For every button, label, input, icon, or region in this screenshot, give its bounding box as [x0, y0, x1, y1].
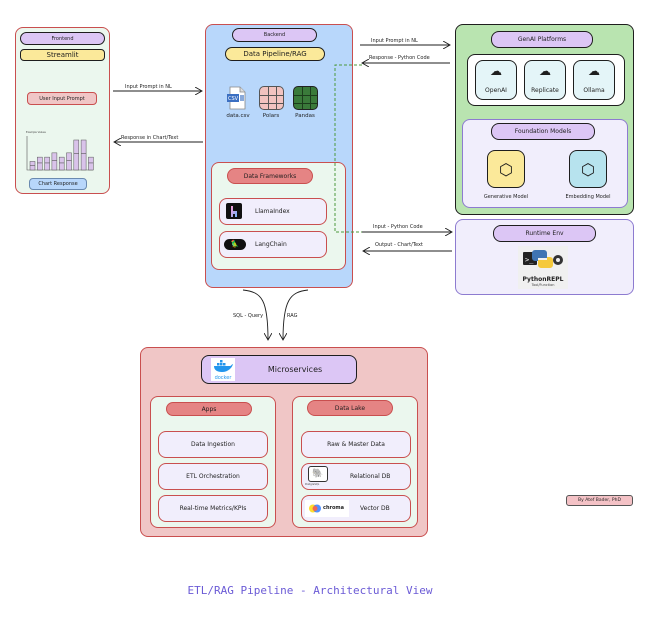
- arrow-label-be-to-genai: Input Prompt in NL: [371, 38, 418, 44]
- lake-item-vector-db[interactable]: [301, 495, 411, 522]
- cloud-server-icon: ☁: [490, 63, 502, 78]
- genai-platforms-header: GenAI Platforms: [491, 31, 593, 48]
- app-item-realtime-metrics[interactable]: Real-time Metrics/KPIs: [158, 495, 268, 522]
- docker-icon: docker: [211, 358, 235, 381]
- arrow-label-sql-query: SQL - Query: [233, 313, 264, 319]
- cloud-server-icon: ☁: [588, 63, 600, 78]
- csv-file-label: data.csv: [226, 113, 250, 119]
- platform-openai[interactable]: [475, 60, 517, 100]
- diagram-title: ETL/RAG Pipeline - Architectural View: [187, 584, 433, 597]
- pandas-icon: [293, 86, 318, 110]
- generative-model-label: Generative Model: [483, 194, 529, 200]
- chart-response-label: Chart Response: [29, 178, 87, 190]
- cloud-server-icon: ☁: [539, 63, 551, 78]
- foundation-models-header: Foundation Models: [491, 123, 595, 140]
- arrow-label-rag: RAG: [287, 313, 298, 319]
- app-item-etl-orchestration[interactable]: ETL Orchestration: [158, 463, 268, 490]
- platform-ollama-label: Ollama: [583, 86, 605, 94]
- chroma-icon: chroma: [305, 500, 349, 517]
- streamlit-label: Streamlit: [20, 49, 105, 61]
- mini-bar-chart: [26, 136, 94, 171]
- llamaindex-label: LlamaIndex: [255, 208, 290, 215]
- platform-replicate[interactable]: [524, 60, 566, 100]
- arrow-label-runtime-to-be: Output - Chart/Text: [375, 242, 423, 248]
- vector-db-label: Vector DB: [360, 505, 390, 512]
- data-frameworks-header: Data Frameworks: [227, 168, 313, 184]
- docker-label: docker: [214, 375, 232, 381]
- mini-chart-bar: [29, 161, 36, 171]
- python-repl-icon: >_: [523, 250, 563, 268]
- mini-chart-bar: [44, 156, 50, 171]
- platform-openai-label: OpenAI: [485, 86, 507, 94]
- runtime-env-header: Runtime Env: [493, 225, 596, 242]
- embedding-model-icon[interactable]: ⬡: [569, 150, 607, 188]
- embedding-model-label: Embedding Model: [565, 194, 611, 200]
- chroma-icon-text: chroma: [323, 505, 345, 511]
- csv-file-icon: CSV: [227, 86, 247, 110]
- python-repl-sublabel: Tool/Function: [531, 283, 555, 287]
- arrow-label-be-to-runtime: Input - Python Code: [373, 224, 423, 230]
- mini-chart-bar: [37, 156, 43, 171]
- backend-header: Backend: [232, 28, 317, 42]
- svg-text:CSV: CSV: [228, 96, 239, 102]
- lake-item-raw-master-data[interactable]: Raw & Master Data: [301, 431, 411, 458]
- author-credit: By Atef Bader, PhD: [566, 495, 633, 506]
- postgresql-icon-text: PostgreSQL: [305, 483, 320, 486]
- arrow-label-fe-to-be: Input Prompt in NL: [125, 84, 172, 90]
- polars-label: Polars: [262, 113, 280, 119]
- mini-chart-bar: [80, 139, 87, 171]
- frontend-header: Frontend: [20, 32, 105, 45]
- langchain-label: LangChain: [255, 241, 287, 248]
- platform-ollama[interactable]: [573, 60, 615, 100]
- relational-db-label: Relational DB: [350, 473, 391, 480]
- postgresql-icon: 🐘: [308, 466, 328, 482]
- svg-text:>_: >_: [525, 256, 534, 264]
- mini-chart-bar: [51, 152, 58, 171]
- python-repl-label: PythonREPL: [522, 276, 564, 283]
- polars-icon: [259, 86, 284, 110]
- mini-chart-bar: [88, 156, 94, 171]
- arrow-label-be-to-fe: Response in Chart/Text: [121, 135, 179, 141]
- mini-chart-bar: [66, 152, 72, 171]
- platform-replicate-label: Replicate: [531, 86, 559, 94]
- data-pipeline-rag-label: Data Pipeline/RAG: [225, 47, 325, 61]
- microservices-title: Microservices: [267, 364, 323, 374]
- llamaindex-icon: [226, 203, 242, 219]
- langchain-icon: 🦜: [224, 239, 246, 250]
- user-input-prompt[interactable]: User Input Prompt: [27, 92, 97, 105]
- app-item-data-ingestion[interactable]: Data Ingestion: [158, 431, 268, 458]
- data-lake-header: Data Lake: [307, 400, 393, 416]
- chart-title: Example Values: [26, 131, 46, 134]
- python-repl-card[interactable]: >_ PythonREPL Tool/Function: [518, 246, 568, 289]
- generative-model-icon[interactable]: ⬡: [487, 150, 525, 188]
- arrow-label-genai-to-be: Response - Python Code: [369, 55, 430, 61]
- mini-chart-bar: [73, 139, 80, 171]
- mini-chart-bar: [58, 156, 65, 171]
- pandas-label: Pandas: [295, 113, 315, 119]
- apps-header: Apps: [166, 402, 252, 416]
